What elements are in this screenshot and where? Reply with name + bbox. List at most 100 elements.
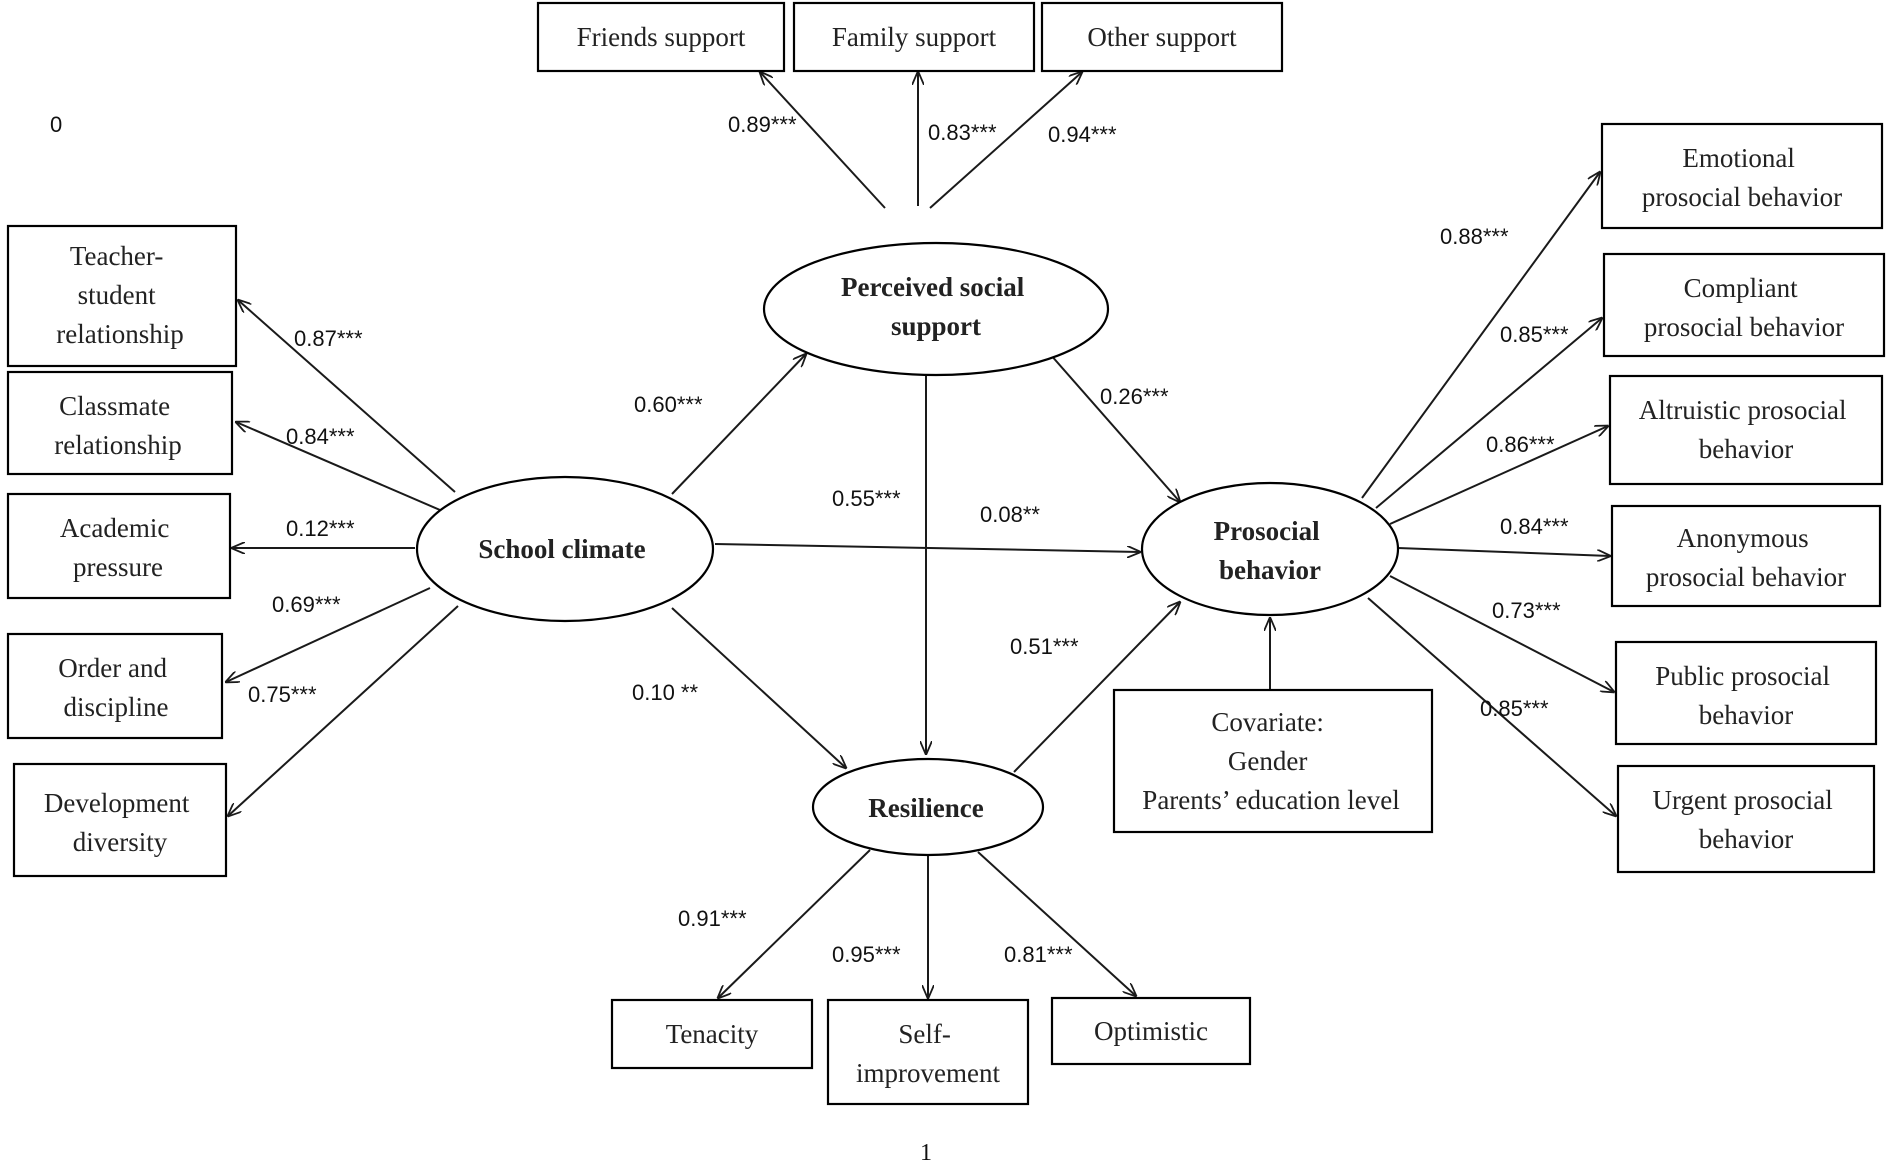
edge-sc-res [671, 607, 846, 768]
svg-text:Covariate: Gender: Covariate: Gender Parents’ education lev… [1142, 707, 1399, 815]
indicator-label-line: Public prosocial [1655, 661, 1830, 691]
indicator-label-line: Anonymous [1677, 523, 1809, 553]
coef-sc-pss: 0.60*** [634, 392, 703, 417]
svg-text:Perceived social support: Perceived social support [841, 272, 1031, 341]
coef-res-optimistic: 0.81*** [1004, 942, 1073, 967]
coef-sc-teacher: 0.87*** [294, 326, 363, 351]
indicator-label-line: Academic [60, 513, 169, 543]
edge-pb-urgent [1367, 597, 1616, 816]
svg-text:Family support: Family support [832, 22, 997, 52]
indicator-label-line: Development [44, 788, 190, 818]
covariate-box: Covariate: Gender Parents’ education lev… [1112, 688, 1434, 834]
indicator-label-line: Other support [1087, 22, 1237, 52]
latent-resilience: Resilience [811, 757, 1045, 857]
covariate-label-line: Covariate: [1211, 707, 1323, 737]
edge-sc-pss [671, 354, 806, 495]
indicator-academic-pressure: Academic pressure [6, 492, 232, 600]
coef-sc-development: 0.75*** [248, 682, 317, 707]
coef-sc-classmate: 0.84*** [286, 424, 355, 449]
indicator-optimistic: Optimistic [1050, 996, 1252, 1066]
coef-res-pb: 0.51*** [1010, 634, 1079, 659]
coefficients: 0.89*** 0.83*** 0.94*** 0.87*** 0.84*** … [248, 112, 1569, 967]
latent-label-line: Prosocial [1214, 516, 1320, 546]
indicator-emotional-prosocial-behavior: Emotional prosocial behavior [1600, 122, 1884, 230]
indicator-classmate-relationship: Classmate relationship [6, 370, 234, 476]
edge-pb-anonymous [1397, 547, 1610, 556]
indicator-label-line: Emotional [1682, 143, 1794, 173]
indicator-label-line: prosocial behavior [1642, 182, 1842, 212]
svg-text:Friends support: Friends support [577, 22, 746, 52]
indicator-altruistic-prosocial-behavior: Altruistic prosocial behavior [1608, 374, 1884, 486]
edge-pss-friends [760, 72, 886, 209]
indicator-label-line: behavior [1699, 824, 1793, 854]
indicator-urgent-prosocial-behavior: Urgent prosocial behavior [1616, 764, 1876, 874]
indicator-friends-support: Friends support [536, 1, 786, 73]
covariate-label-line: Gender [1228, 746, 1307, 776]
edge-sc-pb [714, 543, 1140, 552]
edge-sc-classmate [236, 422, 441, 511]
coef-pb-emotional: 0.88*** [1440, 224, 1509, 249]
svg-text:Development diversity: Development diversity [44, 788, 196, 857]
coef-pb-public: 0.73*** [1492, 598, 1561, 623]
coef-res-tenacity: 0.91*** [678, 906, 747, 931]
edge-pb-altruistic [1389, 426, 1608, 525]
edge-pb-compliant [1375, 318, 1602, 509]
indicator-anonymous-prosocial-behavior: Anonymous prosocial behavior [1610, 504, 1882, 608]
indicator-label-line: student [78, 280, 156, 310]
svg-text:Classmate relationship: Classmate relationship [54, 391, 181, 460]
coef-pss-friends: 0.89*** [728, 112, 797, 137]
coef-pss-other: 0.94*** [1048, 122, 1117, 147]
indicator-compliant-prosocial-behavior: Compliant prosocial behavior [1602, 252, 1886, 358]
svg-text:Order and discipline: Order and discipline [58, 653, 173, 722]
indicator-label-line: relationship [56, 319, 183, 349]
indicator-label-line: Self- [898, 1019, 950, 1049]
latent-label-line: support [891, 311, 981, 341]
svg-text:Resilience: Resilience [868, 793, 983, 823]
latent-label-line: Perceived social [841, 272, 1025, 302]
svg-text:Tenacity: Tenacity [666, 1019, 759, 1049]
svg-text:Compliant prosocial beha: Compliant prosocial behavior [1644, 273, 1844, 342]
svg-text:Teacher- student r: Teacher- student relationship [56, 241, 183, 349]
corner-label: 0 [50, 112, 62, 137]
edge-sc-order [226, 587, 431, 682]
coef-sc-order: 0.69*** [272, 592, 341, 617]
indicator-label-line: Altruistic prosocial [1639, 395, 1847, 425]
edge-sc-teacher [238, 300, 456, 493]
indicator-label-line: diversity [73, 827, 168, 857]
svg-text:Other support: Other support [1087, 22, 1237, 52]
coef-pss-res: 0.55*** [832, 486, 901, 511]
page-number: 1 [920, 1140, 932, 1165]
svg-text:Academic pressure: Academic pressure [60, 513, 176, 582]
coef-pb-anonymous: 0.84*** [1500, 514, 1569, 539]
coef-pss-pb: 0.26*** [1100, 384, 1169, 409]
indicator-teacher-student-relationship: Teacher- student relationship [6, 224, 238, 368]
indicator-family-support: Family support [792, 1, 1036, 73]
edge-sc-development [228, 605, 459, 816]
edge-res-optimistic [977, 851, 1136, 996]
edges [226, 72, 1616, 998]
latent-prosocial-behavior: Prosocial behavior [1140, 481, 1400, 617]
svg-text:Prosocial behavior: Prosocial behavior [1214, 516, 1327, 585]
indicator-label-line: Optimistic [1094, 1016, 1208, 1046]
svg-text:School climate: School climate [478, 534, 645, 564]
indicator-tenacity: Tenacity [610, 998, 814, 1070]
svg-text:Public prosocial behavio: Public prosocial behavior [1655, 661, 1836, 730]
indicator-label-line: Compliant [1684, 273, 1798, 303]
edge-pss-other [929, 72, 1082, 209]
coef-pb-compliant: 0.85*** [1500, 322, 1569, 347]
indicator-label-line: behavior [1699, 700, 1793, 730]
indicator-label-line: pressure [73, 552, 163, 582]
indicator-label-line: Family support [832, 22, 997, 52]
coef-sc-academic: 0.12*** [286, 516, 355, 541]
latent-label-line: Resilience [868, 793, 983, 823]
latent-label-line: behavior [1219, 555, 1321, 585]
edge-res-tenacity [718, 849, 871, 998]
coef-sc-pb: 0.08** [980, 502, 1040, 527]
covariate-label-line: Parents’ education level [1142, 785, 1399, 815]
svg-text:Anonymous prosocial beha: Anonymous prosocial behavior [1646, 523, 1846, 592]
indicator-self-improvement: Self- improvement [826, 998, 1030, 1106]
indicator-label-line: prosocial behavior [1646, 562, 1846, 592]
indicator-label-line: Order and [58, 653, 167, 683]
latent-label-line: School climate [478, 534, 645, 564]
